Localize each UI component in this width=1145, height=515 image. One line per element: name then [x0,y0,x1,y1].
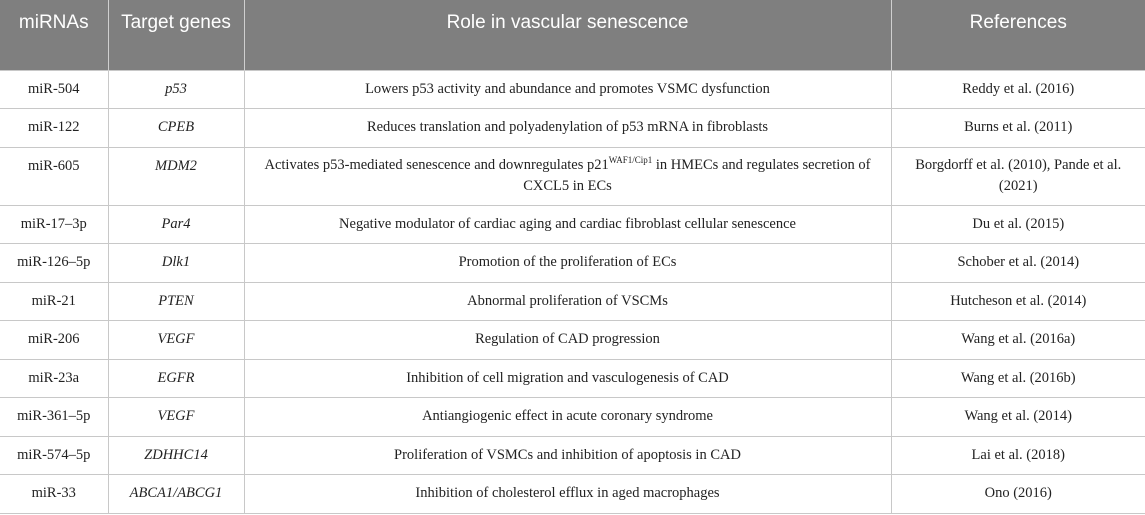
target-gene-cell: EGFR [107,358,244,398]
table-header: miRNAs Target genes Role in vascular sen… [0,0,1145,70]
target-gene-cell: MDM2 [107,146,244,205]
header-row: miRNAs Target genes Role in vascular sen… [0,0,1145,70]
reference-cell: Borgdorff et al. (2010), Pande et al. (2… [890,146,1145,205]
reference-cell: Reddy et al. (2016) [890,69,1145,109]
reference-cell: Hutcheson et al. (2014) [890,281,1145,321]
role-cell: Activates p53-mediated senescence and do… [243,146,891,205]
table-row: miR-17–3p Par4 Negative modulator of car… [0,204,1145,244]
table-row: miR-21 PTEN Abnormal proliferation of VS… [0,281,1145,321]
target-gene-cell: Dlk1 [107,243,244,282]
role-cell: Negative modulator of cardiac aging and … [243,204,891,244]
role-cell: Reduces translation and polyadenylation … [243,108,891,147]
target-gene-cell: PTEN [107,281,244,321]
table-row: miR-23a EGFR Inhibition of cell migratio… [0,358,1145,398]
target-gene-cell: ABCA1/ABCG1 [107,474,244,514]
mirna-cell: miR-361–5p [0,397,108,436]
role-cell: Proliferation of VSMCs and inhibition of… [243,435,891,475]
table-row: miR-33 ABCA1/ABCG1 Inhibition of cholest… [0,474,1145,514]
mirna-cell: miR-126–5p [0,243,108,282]
reference-cell: Wang et al. (2016b) [890,358,1145,398]
role-superscript: WAF1/Cip1 [608,155,653,165]
target-gene-cell: VEGF [107,397,244,436]
target-gene-cell: ZDHHC14 [107,435,244,475]
target-gene-cell: Par4 [107,204,244,244]
reference-cell: Ono (2016) [890,474,1145,514]
reference-cell: Schober et al. (2014) [890,243,1145,282]
mirna-cell: miR-122 [0,108,108,147]
target-gene-cell: p53 [107,69,244,109]
mirna-cell: miR-33 [0,474,108,514]
mirna-cell: miR-206 [0,320,108,359]
table-row: miR-206 VEGF Regulation of CAD progressi… [0,320,1145,359]
mirna-cell: miR-21 [0,281,108,321]
role-cell: Promotion of the proliferation of ECs [243,243,891,282]
mirna-cell: miR-23a [0,358,108,398]
role-cell: Regulation of CAD progression [243,320,891,359]
target-gene-cell: CPEB [107,108,244,147]
table-row: miR-361–5p VEGF Antiangiogenic effect in… [0,397,1145,436]
reference-cell: Burns et al. (2011) [890,108,1145,147]
table-row: miR-605 MDM2 Activates p53-mediated sene… [0,146,1145,205]
role-cell: Inhibition of cholesterol efflux in aged… [243,474,891,514]
role-cell: Antiangiogenic effect in acute coronary … [243,397,891,436]
role-cell: Abnormal proliferation of VSCMs [243,281,891,321]
role-cell: Lowers p53 activity and abundance and pr… [243,69,891,109]
header-target-genes: Target genes [107,0,244,70]
mirna-cell: miR-504 [0,69,108,109]
table-body: miR-504 p53 Lowers p53 activity and abun… [0,69,1145,514]
header-references: References [890,0,1145,70]
target-gene-cell: VEGF [107,320,244,359]
mirna-cell: miR-17–3p [0,204,108,244]
reference-cell: Du et al. (2015) [890,204,1145,244]
table-row: miR-504 p53 Lowers p53 activity and abun… [0,69,1145,109]
role-text-pre: Activates p53-mediated senescence and do… [264,157,609,173]
reference-cell: Wang et al. (2014) [890,397,1145,436]
reference-cell: Wang et al. (2016a) [890,320,1145,359]
role-text-post: in HMECs and regulates secretion of CXCL… [523,157,871,194]
table-row: miR-122 CPEB Reduces translation and pol… [0,108,1145,147]
reference-cell: Lai et al. (2018) [890,435,1145,475]
table-row: miR-574–5p ZDHHC14 Proliferation of VSMC… [0,435,1145,475]
header-mirnas: miRNAs [18,12,89,33]
role-cell: Inhibition of cell migration and vasculo… [243,358,891,398]
mirna-cell: miR-605 [0,146,108,205]
header-role: Role in vascular senescence [243,0,891,70]
mirna-cell: miR-574–5p [0,435,108,475]
table-row: miR-126–5p Dlk1 Promotion of the prolife… [0,243,1145,282]
